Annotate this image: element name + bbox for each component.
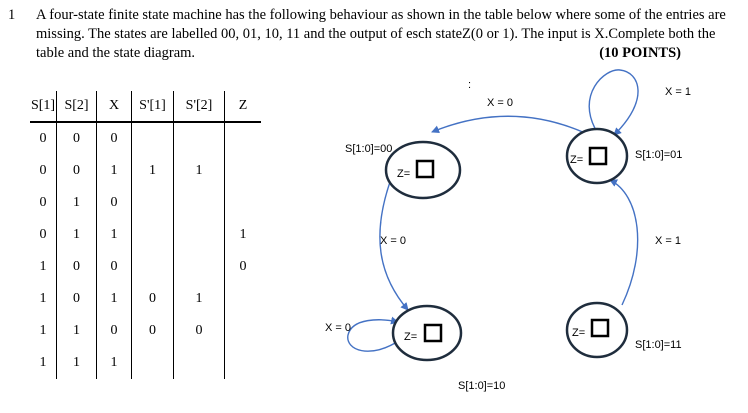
- table-cell: 1: [96, 219, 132, 251]
- transition-label-01-self: X = 1: [665, 86, 691, 98]
- table-cell: 0: [30, 187, 57, 219]
- question-block: 1 A four-state finite state machine has …: [8, 6, 733, 63]
- table-cell: 1: [239, 227, 247, 242]
- transition-11-to-01: [609, 179, 639, 306]
- state-01-label: S[1:0]=01: [635, 149, 682, 161]
- header-next-s2: S'[2]: [173, 91, 225, 123]
- table-cell: [173, 219, 225, 251]
- stray-mark: :: [468, 79, 471, 91]
- table-cell: 1: [96, 283, 132, 315]
- state-11-label: S[1:0]=11: [635, 339, 682, 351]
- transition-00-to-10: [379, 181, 409, 311]
- table-cell: 0: [96, 315, 132, 347]
- table-header-row: S[1] S[2] X S'[1] S'[2] Z: [30, 91, 261, 123]
- state-00-output-label: Z=: [397, 168, 410, 180]
- table-cell: [131, 219, 174, 251]
- table-cell: 1: [131, 155, 174, 187]
- table-cell: 0: [30, 155, 57, 187]
- table-cell: [173, 251, 225, 283]
- table-cell: 0: [96, 122, 132, 155]
- state-01-output-box[interactable]: [588, 146, 608, 166]
- state-00-label: S[1:0]=00: [345, 143, 392, 155]
- question-number: 1: [8, 7, 16, 23]
- table-cell: 1: [56, 347, 97, 379]
- table-cell: 1: [173, 155, 225, 187]
- transition-label-11-to-01: X = 1: [655, 235, 681, 247]
- table-cell: 0: [96, 187, 132, 219]
- transition-01-to-00: [431, 115, 586, 134]
- table-cell: 1: [96, 155, 132, 187]
- transition-label-10-self: X = 0: [325, 322, 351, 334]
- header-s2: S[2]: [56, 91, 97, 123]
- header-x: X: [96, 91, 132, 123]
- state-10-output-label: Z=: [404, 331, 417, 343]
- transition-label-01-to-00: X = 0: [487, 97, 513, 109]
- table-cell: 1: [173, 283, 225, 315]
- table-cell: [131, 251, 174, 283]
- question-points: (10 POINTS): [599, 45, 681, 61]
- table-cell: 0: [30, 122, 57, 155]
- transition-10-self-loop: [347, 316, 401, 352]
- table-cell: 0: [56, 155, 97, 187]
- header-s1: S[1]: [30, 91, 57, 123]
- state-00-output-box[interactable]: [415, 159, 435, 179]
- state-10-output-box[interactable]: [423, 323, 443, 343]
- table-cell: [173, 187, 225, 219]
- state-11-output-label: Z=: [572, 327, 585, 339]
- table-cell: 0: [131, 283, 174, 315]
- table-cell: 0: [239, 259, 247, 274]
- table-cell: 0: [56, 283, 97, 315]
- table-cell: 1: [56, 219, 97, 251]
- table-cell: [173, 347, 225, 379]
- table-cell: 0: [173, 315, 225, 347]
- table-cell: 0: [96, 251, 132, 283]
- table-cell: 1: [30, 283, 57, 315]
- transition-label-00-to-10: X = 0: [380, 235, 406, 247]
- question-text: A four-state finite state machine has th…: [36, 7, 726, 61]
- state-11-output-box[interactable]: [590, 318, 610, 338]
- table-cell: 1: [30, 251, 57, 283]
- table-cell: 1: [96, 347, 132, 379]
- table-cell: 1: [56, 187, 97, 219]
- table-cell: 0: [30, 219, 57, 251]
- transition-01-self-loop: [588, 69, 639, 136]
- table-cell: 0: [131, 315, 174, 347]
- table-cell: [131, 187, 174, 219]
- table-cell: 1: [30, 315, 57, 347]
- table-cell: 0: [56, 251, 97, 283]
- table-cell: 1: [56, 315, 97, 347]
- table-cell: [173, 122, 225, 155]
- header-z: Z: [224, 91, 261, 123]
- table-cell: [131, 122, 174, 155]
- header-next-s1: S'[1]: [131, 91, 174, 123]
- state-10-label: S[1:0]=10: [458, 380, 505, 392]
- table-cell: [131, 347, 174, 379]
- table-cell: 1: [30, 347, 57, 379]
- state-01-output-label: Z=: [570, 154, 583, 166]
- table-cell: 0: [56, 122, 97, 155]
